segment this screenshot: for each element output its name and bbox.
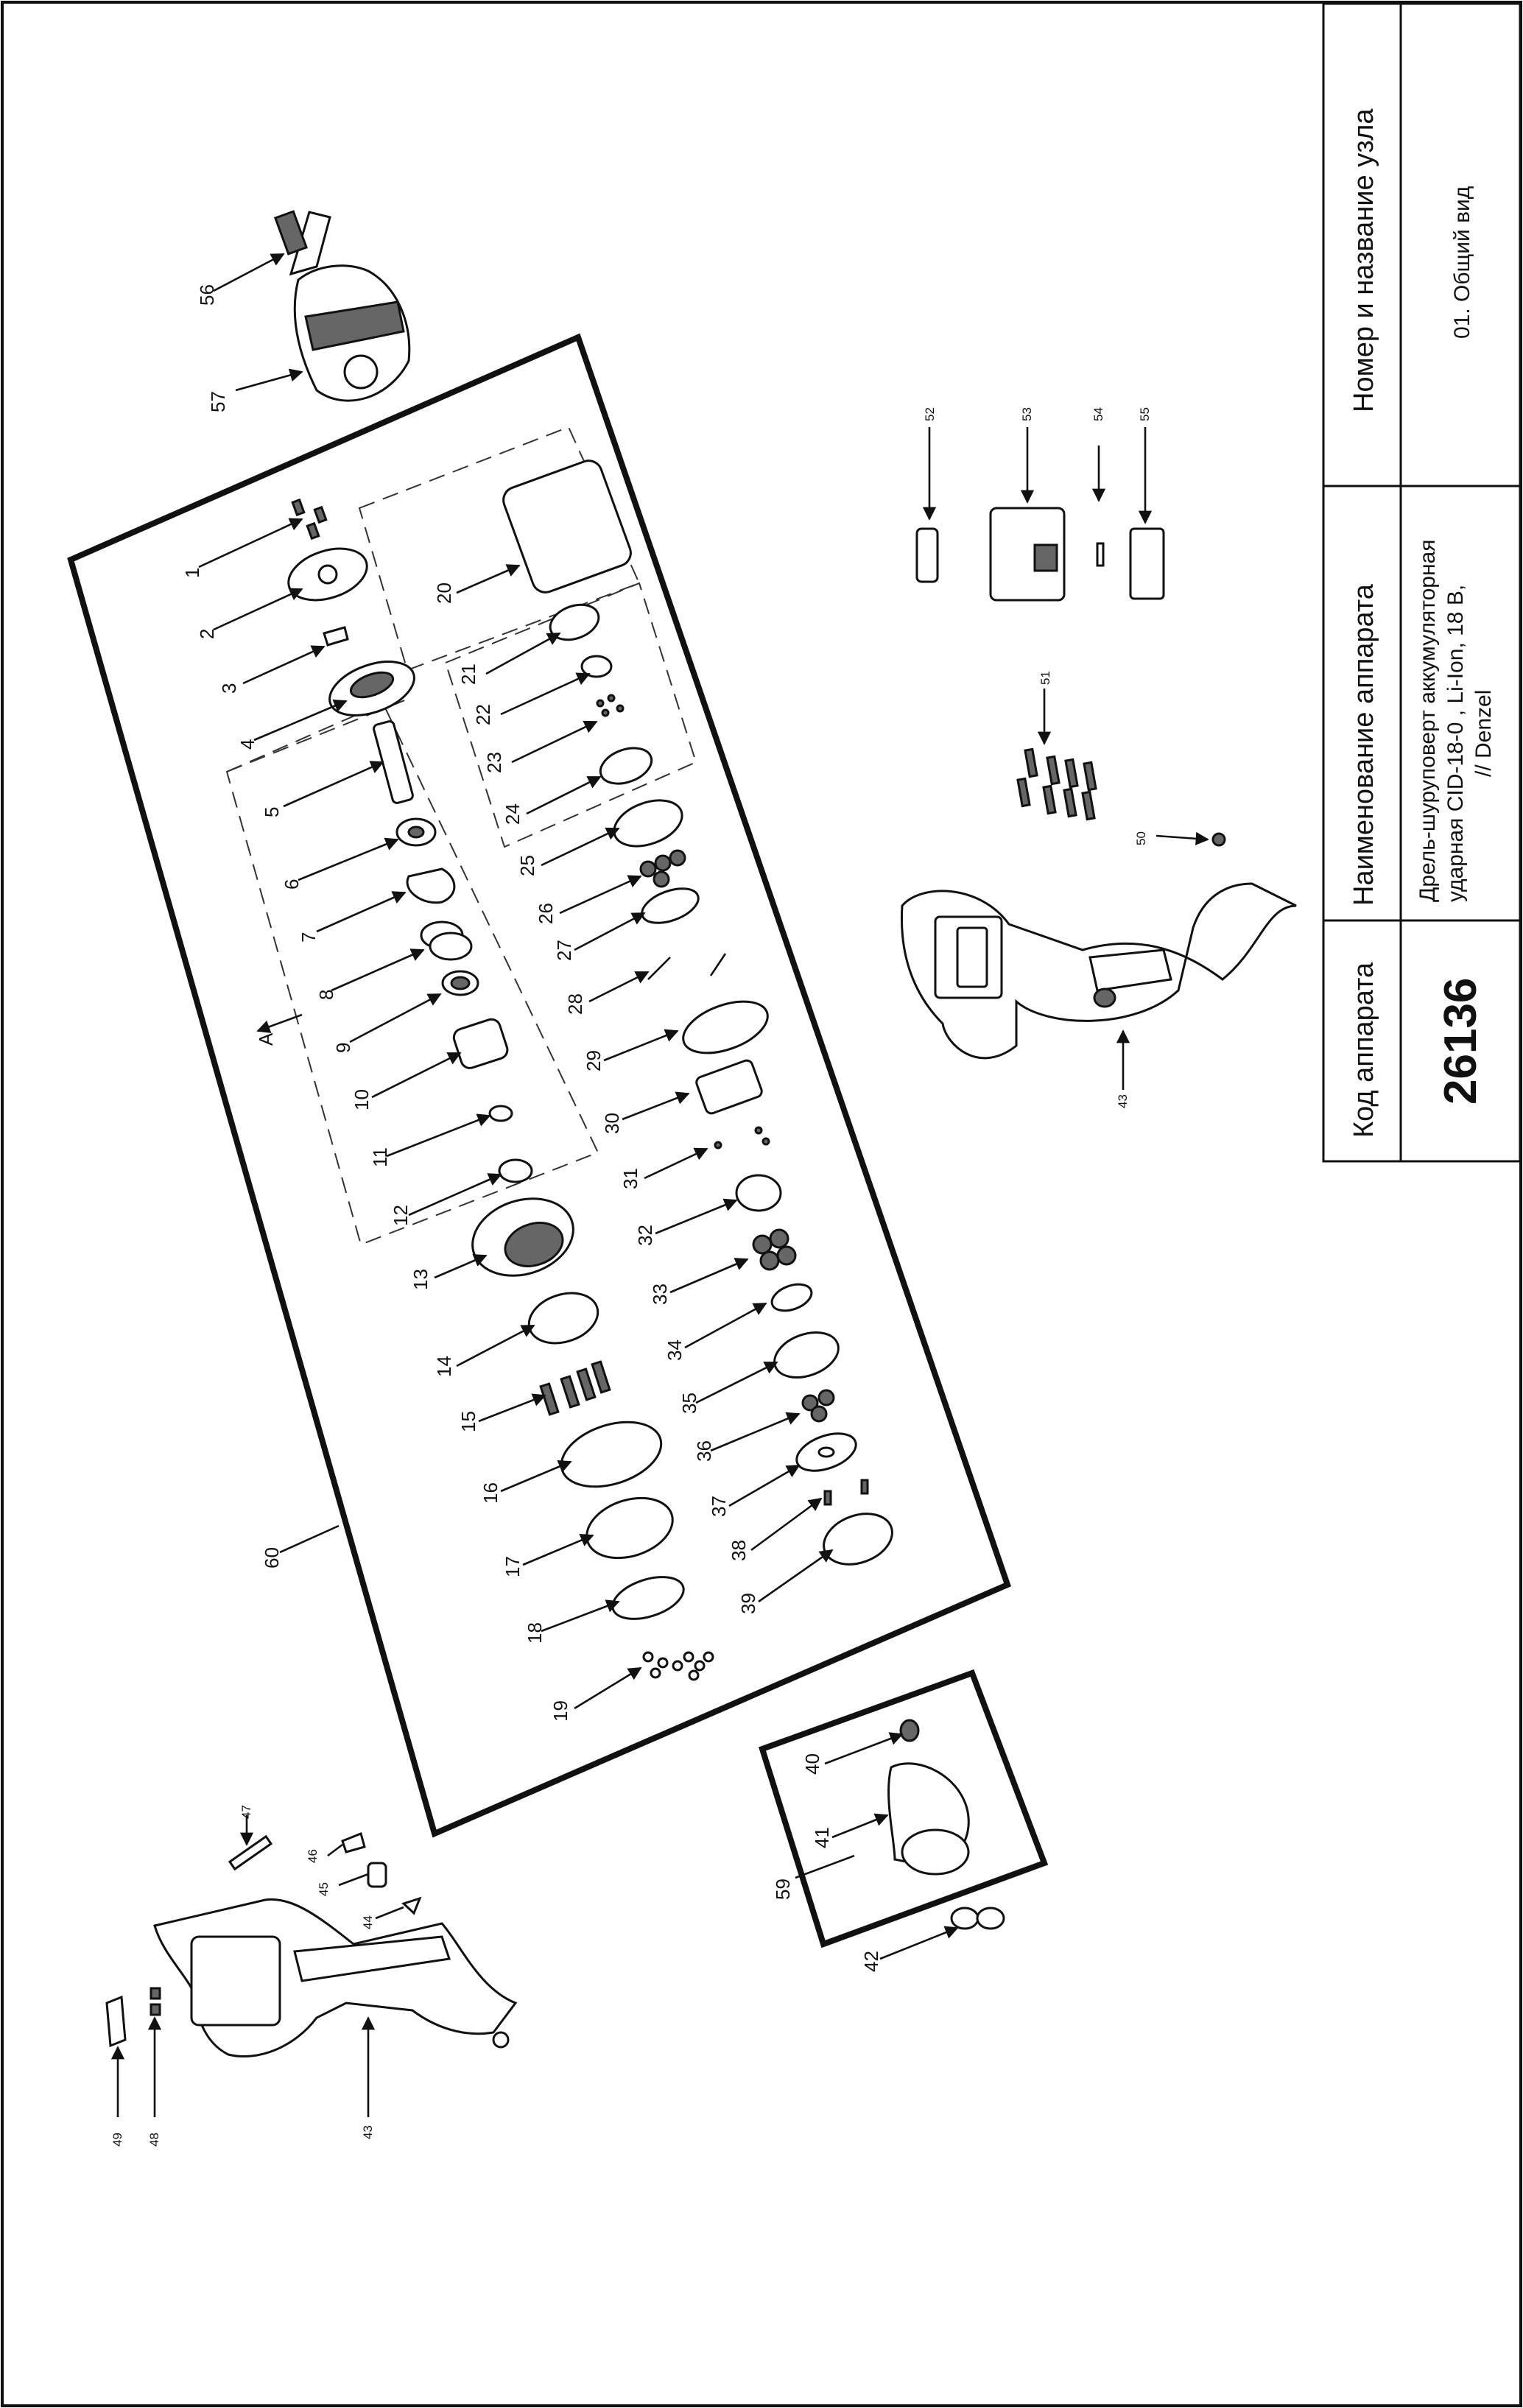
callout-54: 54 <box>1091 407 1105 421</box>
callout-6: 6 <box>281 879 303 890</box>
callout-41: 41 <box>811 1827 833 1848</box>
leader-lines <box>110 253 1209 2117</box>
callout-43-right: 43 <box>1116 1094 1130 1108</box>
callout-60: 60 <box>261 1547 283 1569</box>
callout-13: 13 <box>409 1269 432 1290</box>
callout-59: 59 <box>772 1879 794 1900</box>
callout-52: 52 <box>923 407 937 421</box>
name-line-1: Дрель-шуруповерт аккумуляторная <box>1415 540 1440 902</box>
title-block: Код аппарата 26136 Наименование аппарата… <box>1322 2 1522 1163</box>
screw-set-51 <box>1016 747 1226 847</box>
callout-7: 7 <box>298 932 320 943</box>
callout-36: 36 <box>693 1440 715 1462</box>
callout-49: 49 <box>110 2133 124 2147</box>
switch-parts <box>915 507 1165 602</box>
assembly-frame-60 <box>67 333 1011 1838</box>
callout-43-left: 43 <box>361 2125 375 2139</box>
callout-31: 31 <box>619 1168 641 1189</box>
callout-51: 51 <box>1038 671 1052 685</box>
motor-frame-59 <box>759 1669 1049 1948</box>
callout-23: 23 <box>483 752 505 773</box>
callout-56: 56 <box>196 284 218 306</box>
callout-42: 42 <box>860 1951 882 1972</box>
parts-column-right <box>502 460 893 1566</box>
node-header: Номер и название узла <box>1348 108 1379 412</box>
callout-38: 38 <box>728 1540 750 1561</box>
name-header: Наименование аппарата <box>1348 583 1379 906</box>
housing-left-half <box>153 1898 518 2058</box>
callout-33: 33 <box>649 1284 671 1305</box>
callout-40: 40 <box>801 1753 823 1775</box>
callout-28: 28 <box>564 993 586 1015</box>
code-value: 26136 <box>1435 978 1486 1105</box>
callout-labels: 1 2 3 4 5 6 7 8 9 10 11 12 13 14 15 16 1… <box>110 284 1152 2147</box>
callout-29: 29 <box>583 1050 605 1071</box>
svg-text:A: A <box>255 1032 277 1046</box>
callout-30: 30 <box>601 1113 623 1134</box>
callout-15: 15 <box>457 1411 479 1432</box>
housing-right-half <box>900 882 1297 1060</box>
callout-48: 48 <box>147 2133 161 2147</box>
callout-12: 12 <box>390 1205 412 1226</box>
callout-10: 10 <box>351 1089 373 1110</box>
callout-19: 19 <box>549 1700 571 1722</box>
callout-47: 47 <box>239 1805 253 1819</box>
callout-2: 2 <box>196 629 218 639</box>
parts-column-left <box>287 498 714 1681</box>
callout-3: 3 <box>218 683 240 694</box>
name-line-2: ударная CID-18-0 , Li-Ion, 18 В, <box>1443 585 1468 902</box>
callout-5: 5 <box>261 807 283 817</box>
code-header: Код аппарата <box>1348 962 1379 1138</box>
callout-20: 20 <box>433 582 455 604</box>
callout-4: 4 <box>236 739 258 750</box>
callout-9: 9 <box>332 1043 354 1053</box>
callout-22: 22 <box>472 704 494 725</box>
callout-16: 16 <box>479 1482 502 1504</box>
name-line-3: // Denzel <box>1471 690 1496 777</box>
callout-46: 46 <box>306 1849 320 1863</box>
callout-26: 26 <box>535 903 557 924</box>
node-value: 01. Общий вид <box>1450 186 1474 339</box>
callout-35: 35 <box>678 1393 700 1414</box>
chuck-assembly <box>273 210 411 402</box>
callout-24: 24 <box>502 803 524 825</box>
callout-44: 44 <box>361 1915 375 1929</box>
callout-25: 25 <box>516 855 538 876</box>
callout-11: 11 <box>369 1147 391 1167</box>
callout-45: 45 <box>317 1882 331 1896</box>
callout-18: 18 <box>524 1622 546 1644</box>
callout-1: 1 <box>181 568 203 578</box>
callout-53: 53 <box>1020 407 1034 421</box>
motor-parts <box>887 1719 1005 1930</box>
callout-32: 32 <box>634 1225 656 1246</box>
callout-37: 37 <box>708 1496 730 1517</box>
callout-17: 17 <box>502 1556 524 1577</box>
callout-27: 27 <box>553 940 575 961</box>
callout-50: 50 <box>1134 831 1148 845</box>
subgroup-a-outline <box>225 702 599 1246</box>
callout-55: 55 <box>1138 407 1152 421</box>
callout-14: 14 <box>433 1356 455 1377</box>
callout-57: 57 <box>207 391 229 412</box>
callout-8: 8 <box>315 990 337 1000</box>
callout-39: 39 <box>737 1593 759 1614</box>
callout-34: 34 <box>664 1339 686 1361</box>
callout-21: 21 <box>457 663 479 685</box>
group-marker-a: A <box>255 1013 303 1046</box>
